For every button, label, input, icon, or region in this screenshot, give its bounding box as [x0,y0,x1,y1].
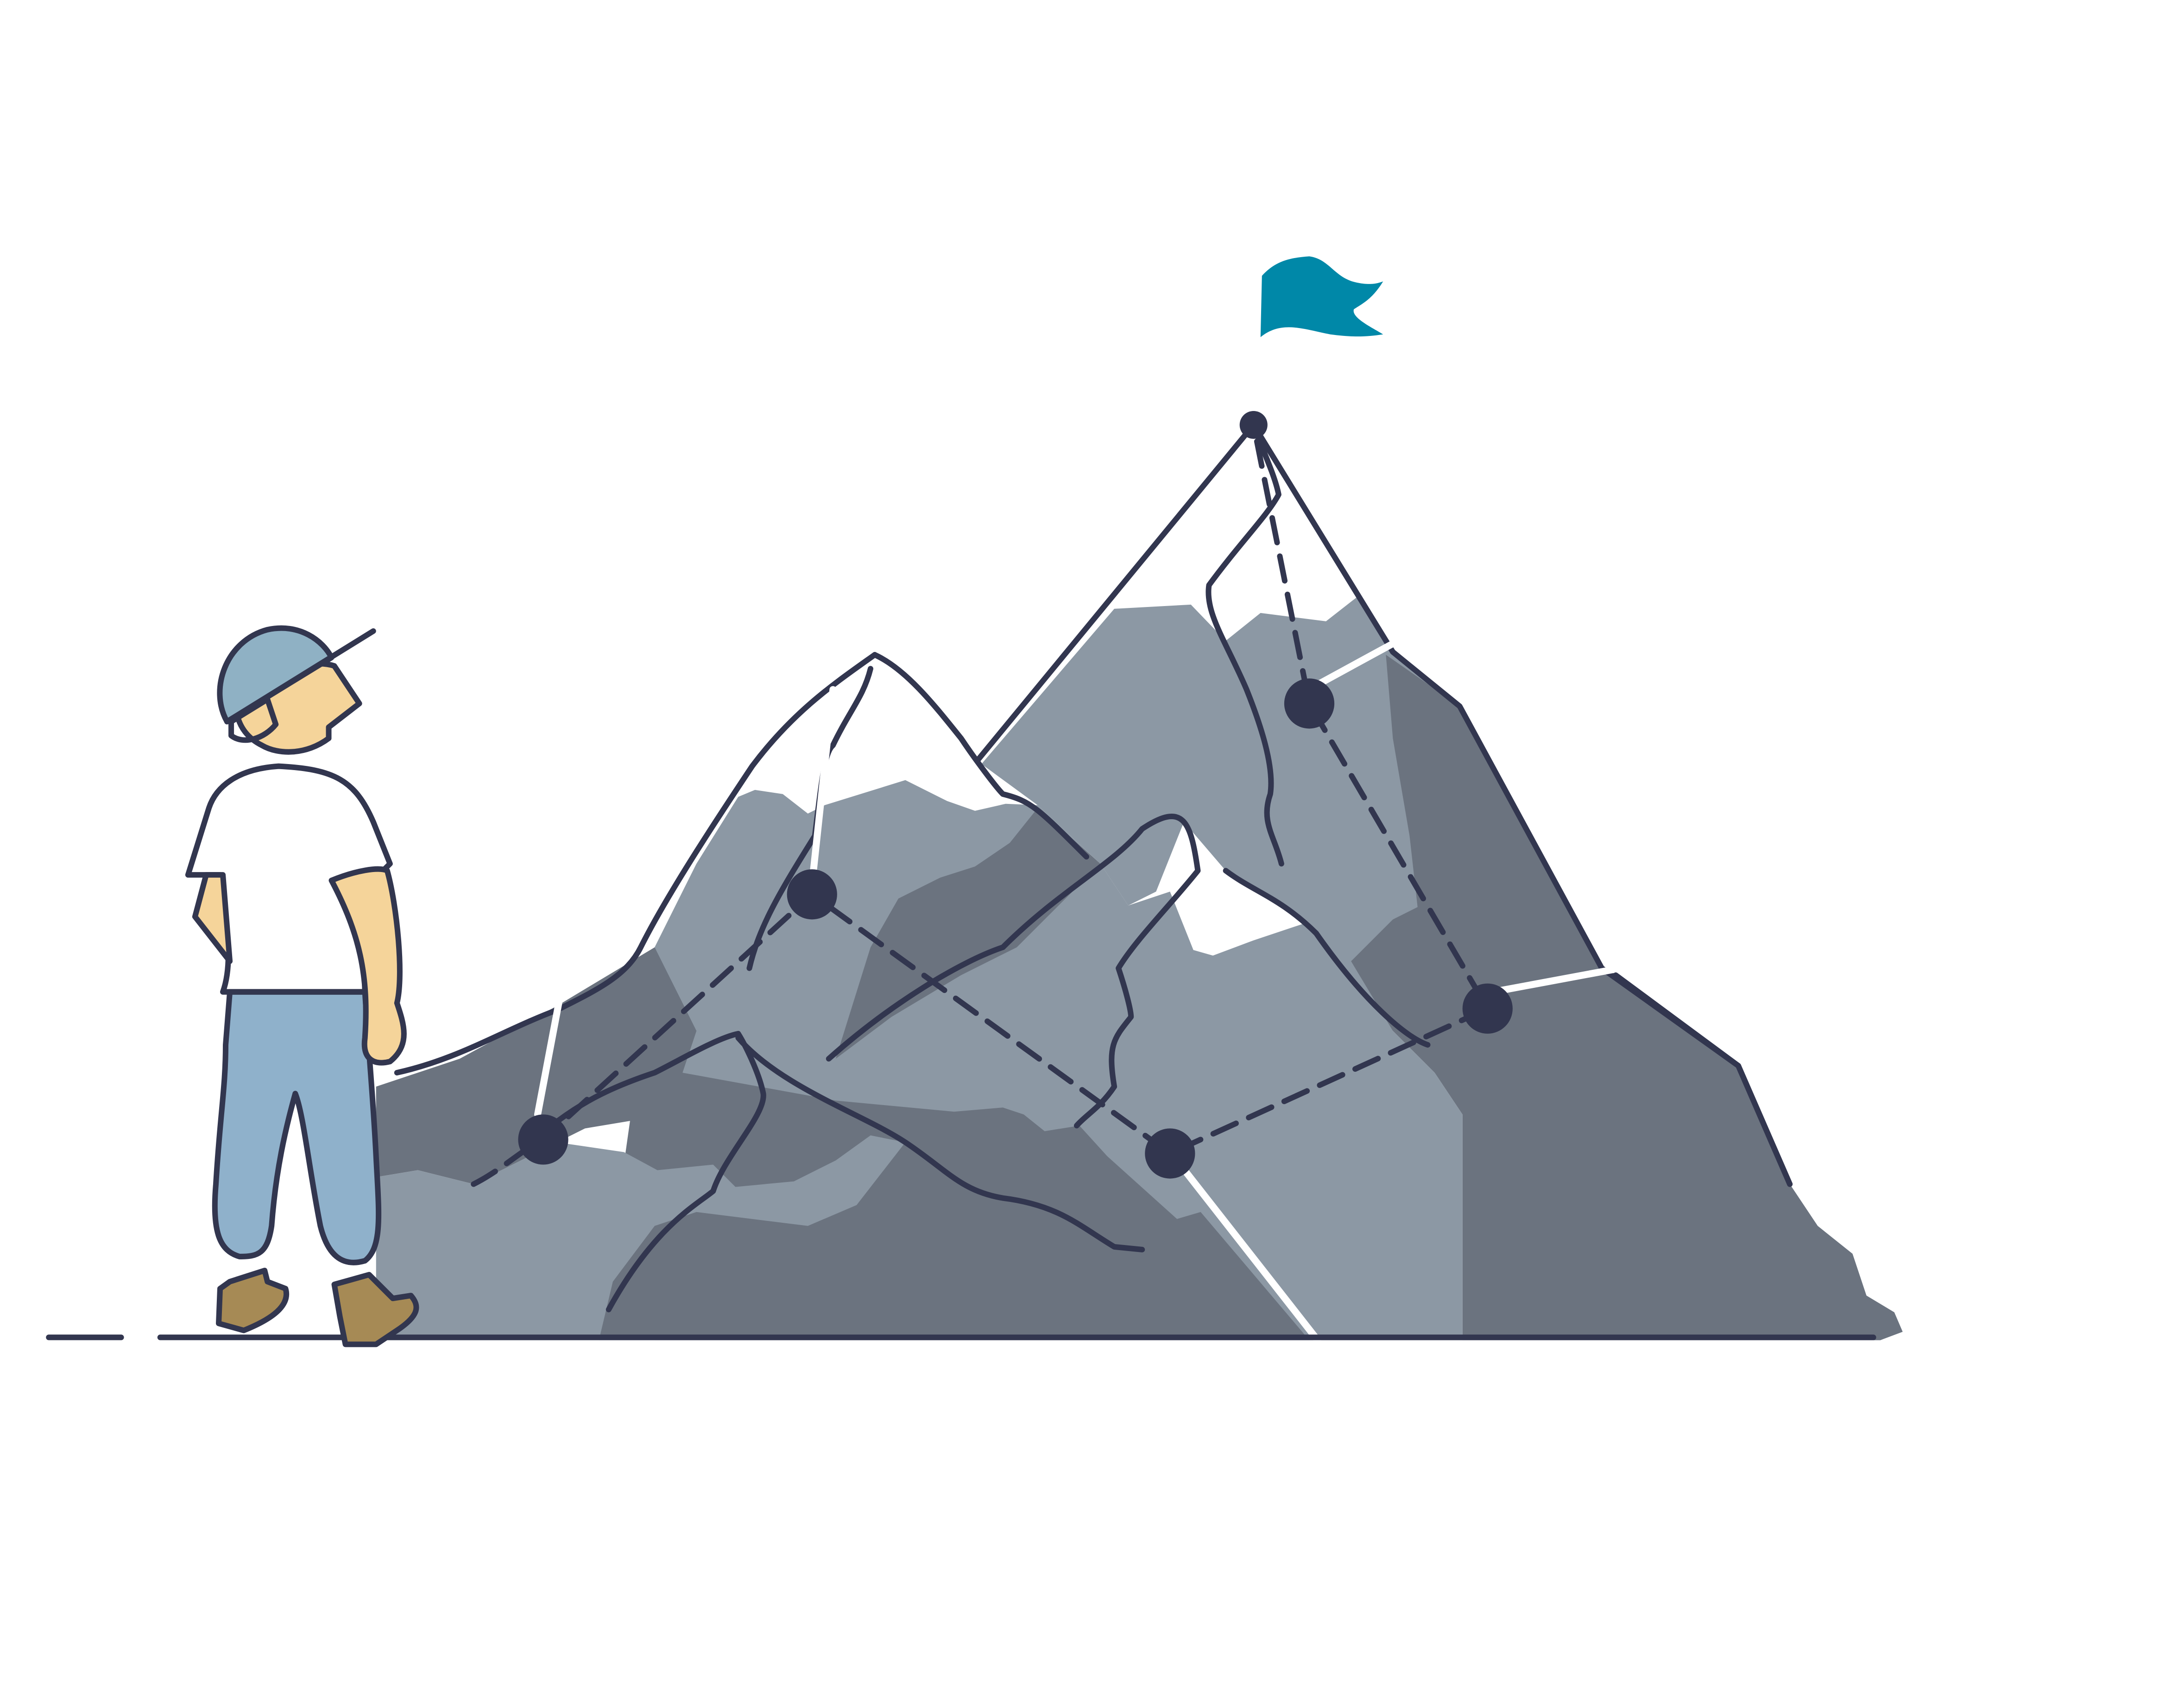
route [471,411,1513,1187]
route-waypoint-icon [1145,1128,1195,1179]
route-waypoint-icon [518,1114,568,1165]
hiker-icon [185,625,419,1347]
foothills [376,429,1793,1340]
summit-flag-icon [1256,256,1383,383]
white-paths [534,640,1616,1344]
route-waypoint-icon [1462,983,1513,1034]
route-waypoint-icon [787,869,837,920]
route-waypoint-icon [1284,678,1335,729]
route-waypoint-icon [1239,411,1268,439]
